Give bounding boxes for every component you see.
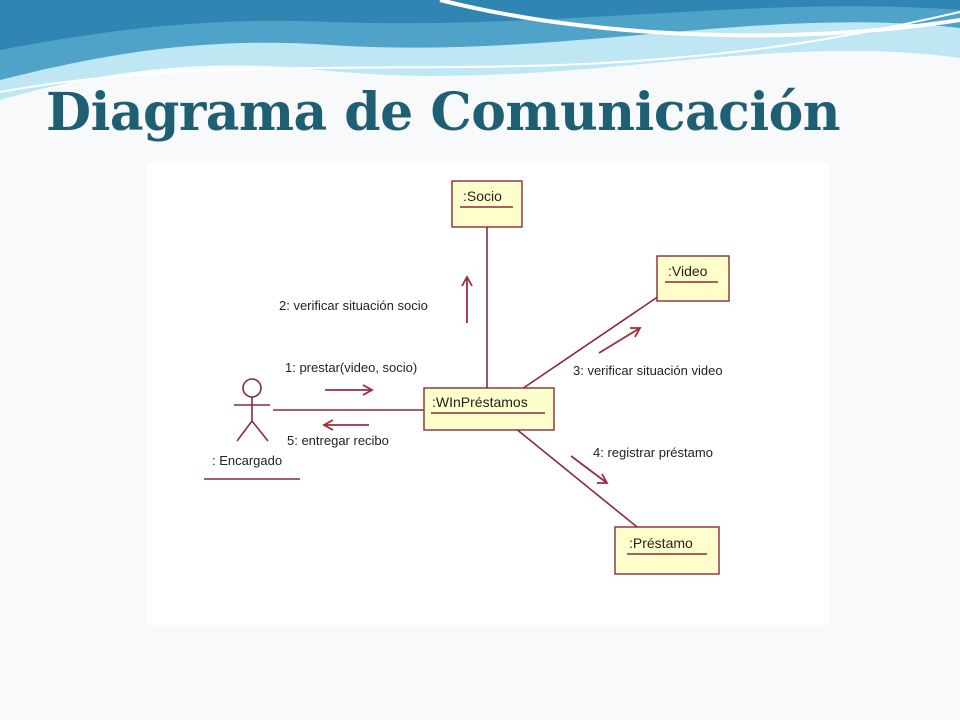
link-win-prestamo bbox=[514, 427, 643, 532]
message-1-label: 1: prestar(video, socio) bbox=[285, 360, 417, 375]
object-win-label: :WInPréstamos bbox=[432, 394, 528, 410]
object-prestamo: :Préstamo bbox=[614, 526, 720, 575]
message-4-arrow bbox=[570, 455, 609, 484]
message-3-label: 3: verificar situación video bbox=[573, 363, 723, 378]
message-3-arrow bbox=[598, 327, 642, 354]
message-2-label: 2: verificar situación socio bbox=[279, 298, 428, 313]
object-socio: :Socio bbox=[451, 180, 523, 228]
message-5-label: 5: entregar recibo bbox=[287, 433, 389, 448]
object-win-prestamos: :WInPréstamos bbox=[423, 387, 555, 431]
message-4-label: 4: registrar préstamo bbox=[593, 445, 713, 460]
actor-encargado: : Encargado bbox=[204, 378, 300, 480]
message-1-arrow bbox=[325, 384, 374, 396]
object-prestamo-label: :Préstamo bbox=[629, 535, 693, 551]
object-video-label: :Video bbox=[668, 263, 708, 279]
link-win-video bbox=[518, 295, 660, 392]
slide-title: Diagrama de Comunicación bbox=[46, 82, 841, 143]
message-5-arrow bbox=[322, 419, 369, 431]
object-video: :Video bbox=[656, 255, 730, 302]
message-2-arrow bbox=[461, 275, 473, 323]
actor-label: : Encargado bbox=[212, 453, 282, 468]
object-socio-label: :Socio bbox=[463, 188, 502, 204]
communication-diagram: : Encargado :Socio :Video :WInPréstamos … bbox=[147, 163, 829, 625]
